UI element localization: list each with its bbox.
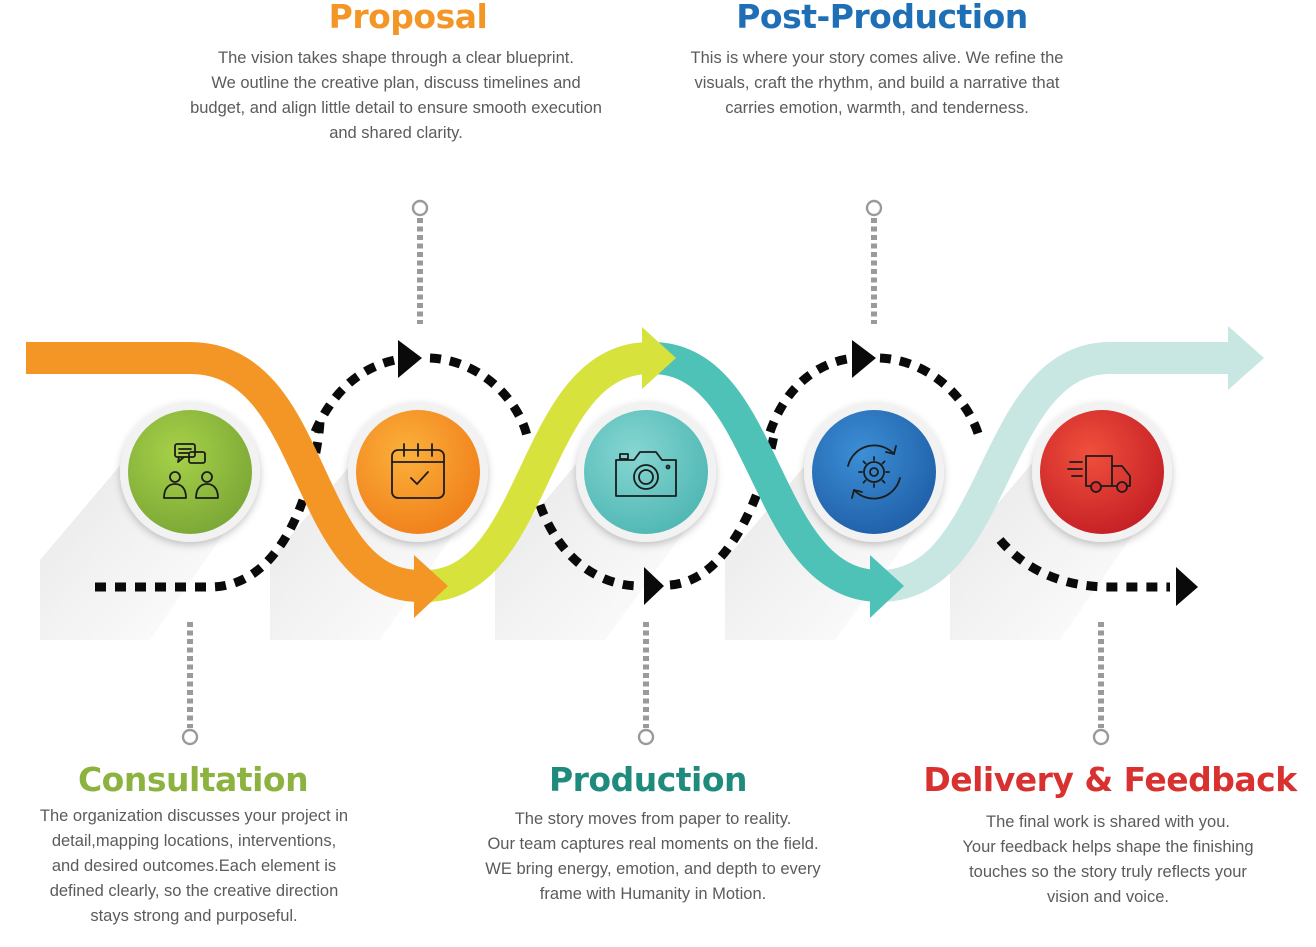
step-title-post-production: Post-Production <box>736 0 1028 36</box>
ribbon-segment-light <box>878 342 1230 602</box>
arrowhead-icon <box>644 567 664 605</box>
ribbon-segment-orange <box>26 342 425 602</box>
step-description-delivery: The final work is shared with you. Your … <box>962 813 1254 906</box>
ribbon-segment-teal <box>650 342 882 602</box>
delivery-truck-icon <box>1067 455 1131 493</box>
camera-icon <box>615 451 677 497</box>
arrowhead-icon <box>1228 326 1264 390</box>
dotted-flow-path <box>95 353 1170 592</box>
ribbon-segment-yellow <box>423 342 652 602</box>
ribbon-arrowheads <box>414 326 1264 618</box>
connector-dot <box>637 728 655 746</box>
ribbon <box>26 342 1230 602</box>
consultation-people-chat-icon <box>163 443 219 499</box>
connector-dot <box>411 199 429 217</box>
step-description-proposal: The vision takes shape through a clear b… <box>190 49 602 142</box>
connector-dot <box>1092 728 1110 746</box>
arrowhead-icon <box>852 340 876 378</box>
step-title-delivery: Delivery & Feedback <box>923 760 1297 799</box>
step-description-consultation: The organization discusses your project … <box>39 807 349 925</box>
step-description-production: The story moves from paper to reality. O… <box>485 810 821 903</box>
arrowhead-icon <box>414 555 448 618</box>
connector-dot <box>181 728 199 746</box>
connector-dot <box>865 199 883 217</box>
circle-post-production <box>804 402 944 542</box>
circle-delivery <box>1032 402 1172 542</box>
arrowhead-icon <box>1176 567 1198 606</box>
calendar-check-icon <box>391 443 445 499</box>
step-title-consultation: Consultation <box>77 760 309 799</box>
circle-production <box>576 402 716 542</box>
arrowhead-icon <box>870 555 904 618</box>
circle-consultation <box>120 402 260 542</box>
arrowhead-icon <box>398 340 422 378</box>
dotted-arrowheads <box>398 340 1198 606</box>
step-title-production: Production <box>548 760 748 799</box>
arrowhead-icon <box>642 327 676 389</box>
circle-proposal <box>348 402 488 542</box>
step-description-post-production: This is where your story comes alive. We… <box>690 49 1064 117</box>
step-title-proposal: Proposal <box>328 0 488 36</box>
gear-cycle-icon <box>847 444 901 500</box>
connector-lines <box>181 199 1110 746</box>
